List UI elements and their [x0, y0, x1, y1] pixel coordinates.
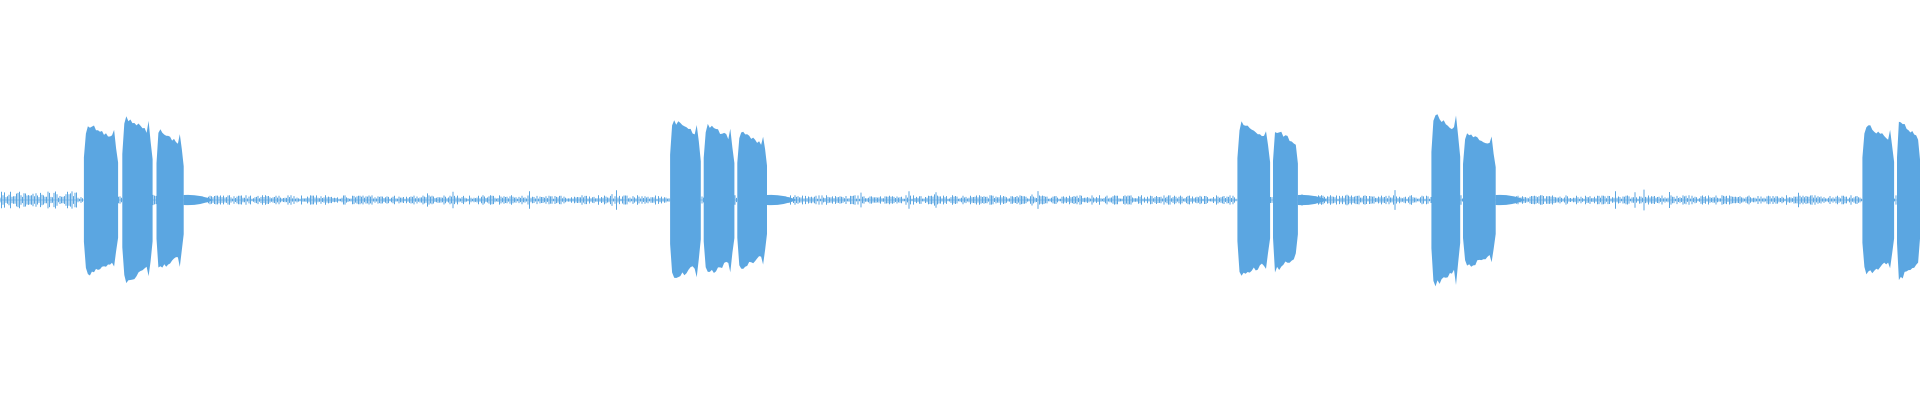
waveform-burst-1-2 [122, 116, 153, 284]
waveform-tail-1 [183, 194, 214, 206]
waveform-burst-4-1 [1431, 114, 1461, 287]
waveform-bursts [83, 114, 1920, 287]
waveform-burst-1-1 [83, 125, 119, 276]
waveform-burst-3-1 [1237, 121, 1271, 276]
waveform-tail-4 [1495, 194, 1526, 206]
waveform-burst-2-2 [703, 123, 735, 274]
waveform-tail-2 [767, 194, 797, 206]
waveform-tail-3 [1297, 194, 1328, 206]
waveform-burst-5-2 [1897, 121, 1920, 281]
waveform-burst-2-3 [737, 131, 767, 269]
waveform-burst-4-2 [1463, 133, 1496, 267]
waveform-burst-1-3 [156, 129, 184, 268]
waveform-burst-5-1 [1862, 125, 1895, 275]
waveform-burst-3-2 [1273, 131, 1298, 273]
waveform-burst-2-1 [670, 120, 701, 278]
